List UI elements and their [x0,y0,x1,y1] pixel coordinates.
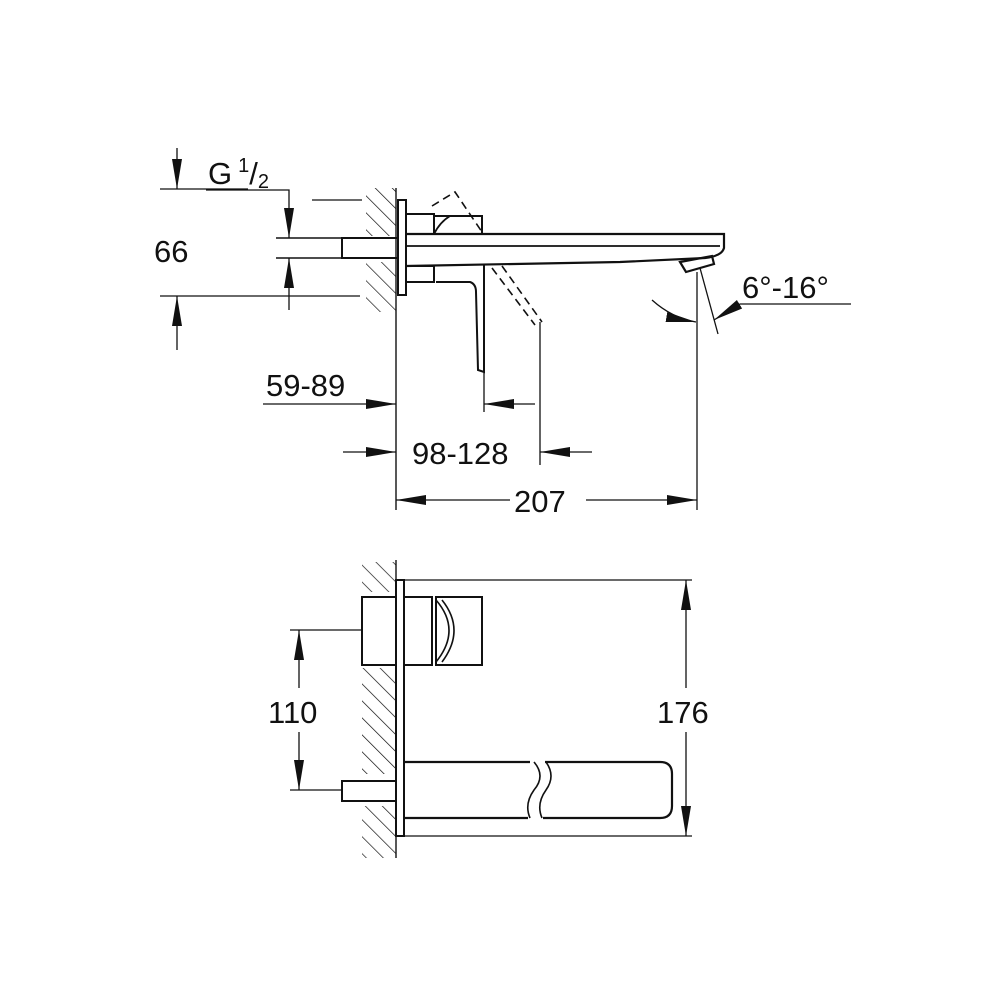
pipe-stub [341,237,399,259]
aerator [678,254,716,274]
front-spout [404,760,674,820]
dimension-59-89: 59-89 [266,368,345,403]
dimension-207: 207 [514,484,566,519]
dimension-110: 110 [268,695,317,730]
side-view [160,148,851,510]
dimension-176: 176 [657,695,709,730]
wall-hatch-upper [366,188,396,312]
front-wall-plate [395,579,405,837]
dimension-66: 66 [154,234,188,269]
front-view [290,560,692,858]
spout [405,232,726,268]
dimension-98-128: 98-128 [412,436,509,471]
dimension-angle: 6°-16° [742,270,829,305]
lever-swing-dashed [431,190,483,233]
lever [436,264,485,374]
wall-plate [397,199,407,296]
